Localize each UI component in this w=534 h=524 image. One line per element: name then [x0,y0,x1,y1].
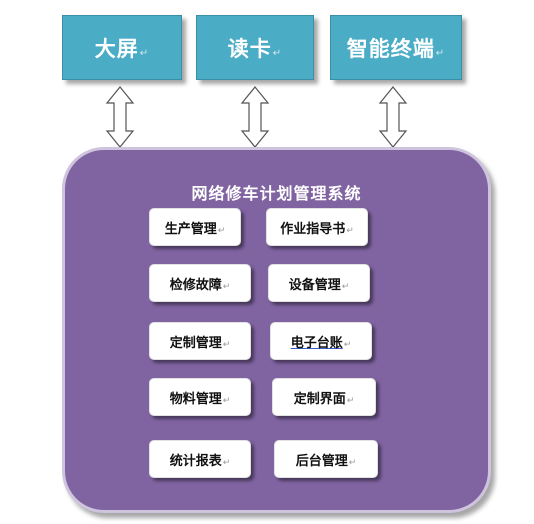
top-box-big-screen: 大屏↵ [62,15,182,80]
module-production-management: 生产管理↵ [149,208,241,246]
paragraph-mark-icon: ↵ [222,396,231,406]
module-custom-interface: 定制界面↵ [272,378,376,416]
paragraph-mark-icon: ↵ [343,340,352,350]
paragraph-mark-icon: ↵ [222,282,231,292]
top-box-label: 智能终端 [346,36,435,61]
module-label: 设备管理 [288,277,341,293]
top-box-label: 读卡 [227,36,272,61]
module-label: 物料管理 [169,391,222,407]
module-statistical-reports: 统计报表↵ [149,440,251,478]
double-arrow-icon [378,86,408,148]
module-equipment-management: 设备管理↵ [268,264,370,302]
system-title: 网络修车计划管理系统 [191,184,362,203]
paragraph-mark-icon: ↵ [272,48,283,59]
module-label: 定制管理 [169,335,222,351]
module-label: 作业指导书 [280,221,346,237]
system-panel: 网络修车计划管理系统 生产管理↵ 作业指导书↵ 检修故障↵ 设备管理↵ 定制管理… [62,147,491,513]
double-arrow-icon [105,86,135,148]
module-label: 生产管理 [164,221,217,237]
paragraph-mark-icon: ↵ [346,226,354,236]
paragraph-mark-icon: ↵ [222,458,231,468]
module-electronic-ledger: 电子台账↵ [270,322,372,360]
module-label: 后台管理 [295,453,348,469]
module-work-instructions: 作业指导书↵ [266,208,368,246]
paragraph-mark-icon: ↵ [346,396,355,406]
module-label: 电子台账 [290,335,343,351]
top-box-card-reader: 读卡↵ [196,15,314,80]
paragraph-mark-icon: ↵ [217,226,226,236]
double-arrow-icon [240,86,270,148]
paragraph-mark-icon: ↵ [435,48,446,59]
paragraph-mark-icon: ↵ [222,340,231,350]
module-repair-faults: 检修故障↵ [149,264,251,302]
module-backend-management: 后台管理↵ [274,440,378,478]
paragraph-mark-icon: ↵ [348,458,357,468]
module-label: 定制界面 [293,391,346,407]
module-customization-management: 定制管理↵ [149,322,251,360]
module-label: 检修故障 [169,277,222,293]
top-box-label: 大屏 [94,36,139,61]
module-label: 统计报表 [169,453,222,469]
paragraph-mark-icon: ↵ [139,48,150,59]
top-box-smart-terminal: 智能终端↵ [330,15,462,80]
module-material-management: 物料管理↵ [149,378,251,416]
paragraph-mark-icon: ↵ [341,282,350,292]
